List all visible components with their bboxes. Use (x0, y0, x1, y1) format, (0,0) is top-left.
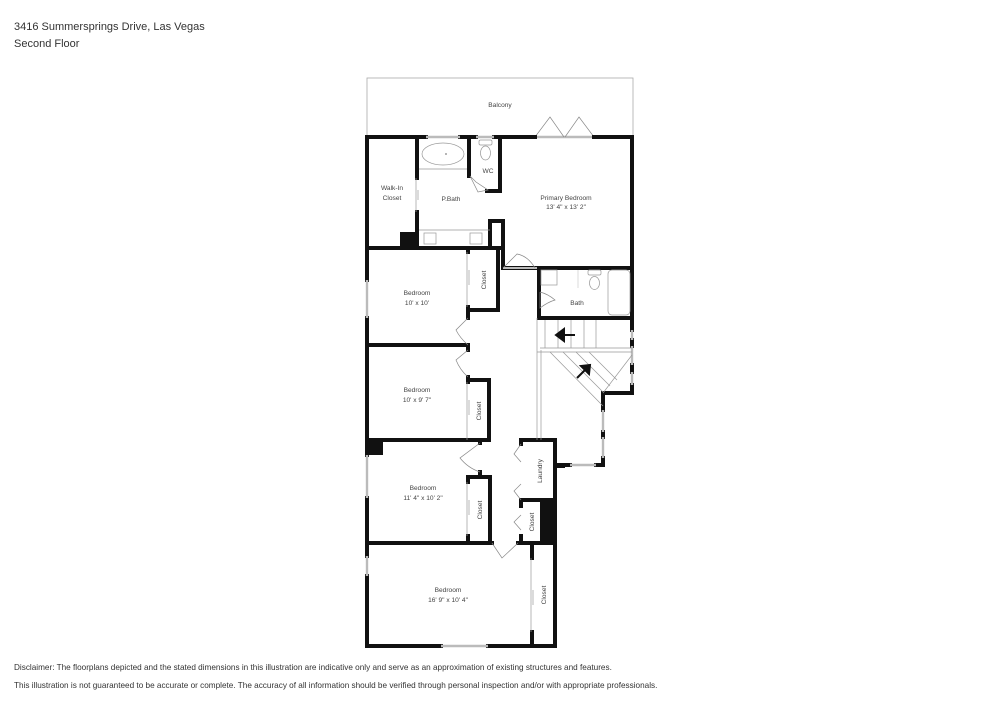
bath-fixtures-icon (540, 269, 631, 316)
primary-bedroom-label: Primary Bedroom (540, 195, 592, 202)
bedroom-2-dims: 10' x 9' 7" (403, 397, 432, 404)
sink-icon (423, 232, 483, 245)
stair-arrow-icon (554, 327, 592, 379)
windows (365, 135, 634, 648)
door-swings (455, 175, 556, 559)
bathtub-icon (421, 142, 465, 166)
closet-2-label: Closet (476, 401, 483, 420)
thin-lines (415, 168, 633, 632)
bedroom-1-dims: 10' x 10' (405, 300, 429, 307)
wc-label: WC (483, 168, 494, 175)
bedroom-4-dims: 16' 9" x 10' 4" (428, 597, 468, 604)
primary-bath-label: P.Bath (442, 196, 461, 203)
walls (365, 135, 634, 648)
bedroom-1-label: Bedroom (404, 290, 431, 297)
laundry-label: Laundry (537, 458, 544, 483)
property-address: 3416 Summersprings Drive, Las Vegas (14, 21, 205, 33)
bedroom-3-dims: 11' 4" x 10' 2" (403, 495, 443, 502)
walk-in-closet-label: Walk-In (381, 185, 403, 192)
balcony-label: Balcony (488, 102, 512, 109)
bedroom-2-label: Bedroom (404, 387, 431, 394)
toilet-icon-wc (478, 139, 493, 161)
bedroom-3-label: Bedroom (410, 485, 437, 492)
wall-fill-blocks (367, 232, 554, 542)
bedroom-4-label: Bedroom (435, 587, 462, 594)
disclaimer-line-1: Disclaimer: The floorplans depicted and … (14, 663, 612, 672)
closet-1-label: Closet (481, 270, 488, 289)
closet-3-label: Closet (477, 500, 484, 519)
balcony-door-icon (534, 116, 595, 139)
bath-label: Bath (570, 300, 584, 307)
primary-bedroom-dims: 13' 4" x 13' 2" (546, 204, 586, 211)
closet-4-label: Closet (541, 585, 548, 604)
hall-closet-label: Closet (529, 512, 536, 531)
floor-label: Second Floor (14, 38, 80, 50)
disclaimer-line-2: This illustration is not guaranteed to b… (14, 681, 658, 690)
walk-in-closet-label-2: Closet (383, 195, 402, 202)
